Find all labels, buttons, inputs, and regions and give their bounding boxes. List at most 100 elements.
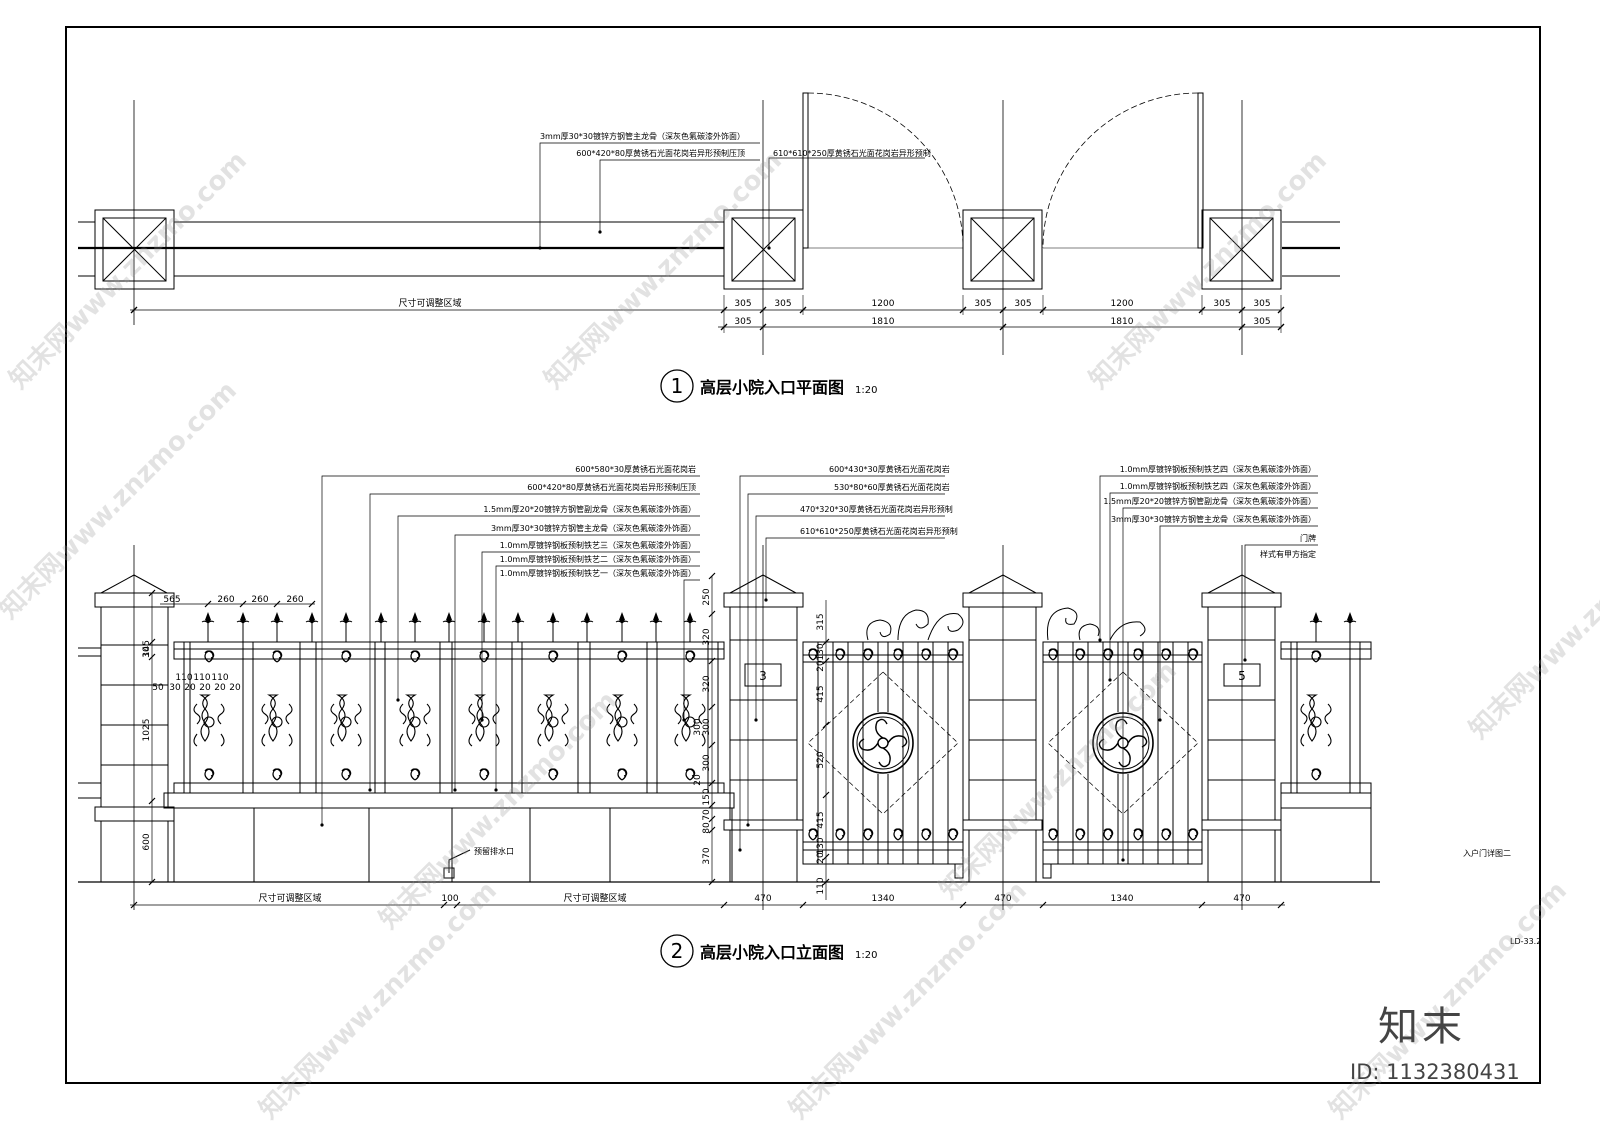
small-dim-6: 30 — [169, 683, 181, 693]
bottom-dim-8: 470 — [1233, 894, 1250, 904]
plan-dim-3: 1200 — [872, 299, 895, 309]
watermark-text: 知末网www.znzmo.com — [539, 146, 788, 395]
small-dim-2: 110 — [193, 673, 210, 683]
elev-note-left-4: 3mm厚30*30镀锌方钢管主龙骨（深灰色氟碳漆外饰面） — [491, 523, 696, 533]
elev-note-right-6: 样式有甲方指定 — [1260, 549, 1316, 559]
gate-vdim-7: 130 — [816, 837, 826, 854]
plan-dim-7: 305 — [1213, 299, 1230, 309]
plan-dim-6: 1200 — [1111, 299, 1134, 309]
elev-note-right-3: 1.5mm厚20*20镀锌方钢管副龙骨（深灰色氟碳漆外饰面） — [1103, 496, 1316, 506]
drawing-number: LD-33.2 — [1510, 937, 1541, 946]
bottom-dim-5: 1340 — [872, 894, 895, 904]
left-vdim-2: 145 — [142, 640, 152, 657]
gate-vdim-6: 415 — [816, 811, 826, 828]
gate-vdim-8: 20 — [816, 852, 826, 864]
elev-note-right-4: 3mm厚30*30镀锌方钢管主龙骨（深灰色氟碳漆外饰面） — [1111, 514, 1316, 524]
elev-note-right-5: 门牌 — [1300, 533, 1316, 543]
plan-note-pier-cap: 610*610*250厚黄锈石光面花岗岩异形预制 — [773, 148, 931, 158]
top-dim-1: 565 — [163, 595, 180, 605]
left-vdim-4: 600 — [142, 833, 152, 850]
watermark-text: 知末网www.znzmo.com — [784, 876, 1033, 1125]
plan-dim-total-1: 305 — [734, 317, 751, 327]
elev-note-right-1: 1.0mm厚镀锌钢板预制铁艺四（深灰色氟碳漆外饰面） — [1120, 464, 1316, 474]
small-dim-5: 50 — [152, 683, 164, 693]
mid-vdim-3: 320 — [702, 675, 712, 692]
mid-vdim-10: 80 — [702, 822, 712, 834]
house-number-right: 5 — [1238, 669, 1246, 683]
elev-note-left-1: 600*580*30厚黄锈石光面花岗岩 — [575, 464, 696, 474]
plan-scale: 1:20 — [855, 385, 877, 396]
plan-view: 3mm厚30*30镀锌方钢管主龙骨（深灰色氟碳漆外饰面） 600*420*80厚… — [78, 92, 1340, 403]
elev-note-mid-3: 470*320*30厚黄锈石光面花岗岩异形预制 — [800, 504, 953, 514]
watermark-text: 知末网www.znzmo.com — [1464, 496, 1600, 745]
plan-title-number: 1 — [671, 374, 684, 398]
gate-vdim-5: 520 — [816, 751, 826, 768]
plan-note-main-keel: 3mm厚30*30镀锌方钢管主龙骨（深灰色氟碳漆外饰面） — [540, 131, 745, 141]
bottom-dim-4: 470 — [754, 894, 771, 904]
plan-dim-total-2: 1810 — [872, 317, 895, 327]
plan-dim-1: 305 — [734, 299, 751, 309]
small-dim-3: 110 — [211, 673, 228, 683]
plan-dim-8: 305 — [1253, 299, 1270, 309]
mid-vdim-1: 250 — [702, 588, 712, 605]
house-number-left: 3 — [759, 669, 767, 683]
plan-note-coping: 600*420*80厚黄锈石光面花岗岩异形预制压顶 — [576, 148, 745, 158]
watermark-text: 知末网www.znzmo.com — [1084, 146, 1333, 395]
left-vdim-3: 1025 — [142, 719, 152, 742]
small-dim-7: 20 — [184, 683, 196, 693]
elev-note-left-7: 1.0mm厚镀锌钢板预制铁艺一（深灰色氟碳漆外饰面） — [500, 568, 696, 578]
elevation-title: 高层小院入口立面图 — [700, 943, 844, 962]
watermark-text: 知末网www.znzmo.com — [0, 376, 243, 625]
mid-vdim-4: 300 — [702, 718, 712, 735]
mid-vdim-11: 370 — [702, 847, 712, 864]
mid-vdim-8: 150 — [702, 788, 712, 805]
gate-vdim-4: 415 — [816, 685, 826, 702]
elev-note-left-6: 1.0mm厚镀锌钢板预制铁艺二（深灰色氟碳漆外饰面） — [500, 554, 696, 564]
mid-vdim-6: 300 — [693, 718, 703, 735]
elev-note-mid-1: 600*430*30厚黄锈石光面花岗岩 — [829, 464, 950, 474]
sheet-frame — [65, 26, 1541, 1084]
gate-vdim-2: 130 — [816, 643, 826, 660]
plan-dim-total-4: 305 — [1253, 317, 1270, 327]
bottom-dim-3: 尺寸可调整区域 — [563, 892, 626, 904]
top-dim-2: 260 — [217, 595, 234, 605]
small-dim-8: 20 — [199, 683, 211, 693]
elev-note-left-3: 1.5mm厚20*20镀锌方钢管副龙骨（深灰色氟碳漆外饰面） — [483, 504, 696, 514]
top-dim-4: 260 — [286, 595, 303, 605]
elev-note-right-2: 1.0mm厚镀锌钢板预制铁艺四（深灰色氟碳漆外饰面） — [1120, 481, 1316, 491]
mid-vdim-2: 320 — [702, 628, 712, 645]
gate-vdim-3: 20 — [816, 660, 826, 672]
top-dim-3: 260 — [251, 595, 268, 605]
detail-note: 入户门详图二 — [1463, 848, 1511, 858]
plan-dim-total-3: 1810 — [1111, 317, 1134, 327]
plan-dim-2: 305 — [774, 299, 791, 309]
drain-outlet-note: 预留排水口 — [474, 846, 514, 856]
elevation-title-number: 2 — [671, 939, 684, 963]
brand-logo-text: 知末 — [1378, 1004, 1466, 1050]
elev-note-mid-2: 530*80*60厚黄锈石光面花岗岩 — [834, 482, 950, 492]
plan-dim-adjustable: 尺寸可调整区域 — [398, 297, 461, 309]
watermark-layer: 知末网www.znzmo.com 知末网www.znzmo.com 知末网www… — [0, 146, 1600, 1125]
elev-note-left-5: 1.0mm厚镀锌钢板预制铁艺三（深灰色氟碳漆外饰面） — [500, 540, 696, 550]
asset-id: ID: 1132380431 — [1350, 1060, 1520, 1084]
small-dim-4: 20 — [229, 683, 241, 693]
left-vdim-1: 30 — [142, 646, 152, 658]
elev-note-mid-4: 610*610*250厚黄锈石光面花岗岩异形预制 — [800, 526, 958, 536]
elev-note-left-2: 600*420*80厚黄锈石光面花岗岩异形预制压顶 — [527, 482, 696, 492]
small-dim-9: 20 — [214, 683, 226, 693]
bottom-dim-2: 100 — [441, 894, 458, 904]
watermark-text: 知末网www.znzmo.com — [1324, 876, 1573, 1125]
bottom-dim-7: 1340 — [1111, 894, 1134, 904]
plan-dim-5: 305 — [1014, 299, 1031, 309]
mid-vdim-5: 300 — [702, 754, 712, 771]
bottom-dim-6: 470 — [994, 894, 1011, 904]
bottom-dim-1: 尺寸可调整区域 — [258, 892, 321, 904]
elevation-view: 3 5 — [78, 464, 1541, 968]
gate-vdim-1: 315 — [816, 613, 826, 630]
mid-vdim-7: 20 — [693, 774, 703, 786]
plan-dim-4: 305 — [974, 299, 991, 309]
plan-title: 高层小院入口平面图 — [700, 378, 844, 397]
mid-vdim-9: 70 — [702, 809, 712, 821]
watermark-text: 知末网www.znzmo.com — [4, 146, 253, 395]
